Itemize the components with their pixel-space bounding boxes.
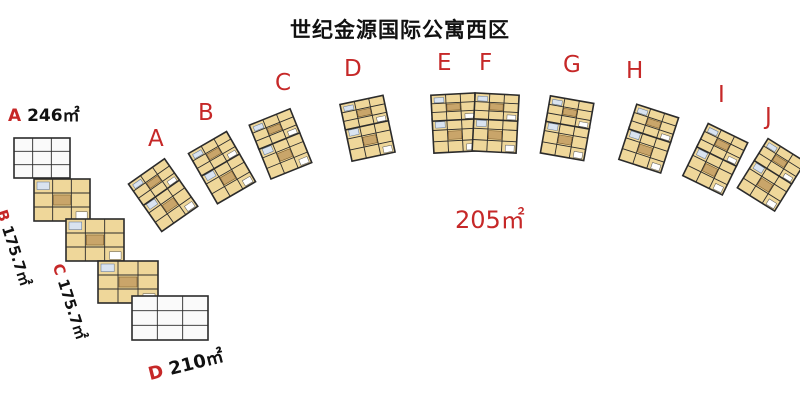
building-label-c: C bbox=[275, 70, 292, 96]
floor-plan-unit-16 bbox=[627, 103, 680, 144]
page-title: 世纪金源国际公寓西区 bbox=[290, 18, 510, 42]
floor-plan-unit-4 bbox=[187, 130, 241, 178]
side-unit-a-label: A 246㎡ bbox=[8, 108, 80, 125]
building-label-a: A bbox=[148, 126, 164, 152]
floor-plan-unit-6 bbox=[248, 107, 301, 151]
main-area-label: 205㎡ bbox=[455, 206, 525, 234]
floor-plan-unit-2 bbox=[127, 157, 181, 207]
floor-plan-unit-12 bbox=[472, 92, 520, 123]
floor-plan-unit-1 bbox=[141, 177, 199, 233]
side-plan-a bbox=[13, 137, 71, 179]
floor-plan-unit-13 bbox=[539, 118, 591, 162]
side-plan-d bbox=[131, 295, 209, 341]
building-label-d: D bbox=[344, 56, 362, 82]
floor-plan-unit-9 bbox=[431, 116, 479, 154]
side-plan-b bbox=[33, 178, 91, 222]
floor-plan-unit-20 bbox=[753, 137, 800, 186]
floor-plan-unit-17 bbox=[681, 144, 739, 196]
side-unit-a-area: 246㎡ bbox=[27, 106, 80, 126]
floor-plan-unit-10 bbox=[430, 92, 478, 123]
floor-plan-unit-18 bbox=[695, 122, 749, 168]
building-label-j: J bbox=[765, 104, 772, 130]
building-label-h: H bbox=[626, 58, 644, 84]
floor-plan-unit-11 bbox=[471, 116, 519, 154]
side-unit-a-letter: A bbox=[8, 106, 22, 126]
floor-plan-unit-8 bbox=[339, 94, 390, 131]
building-label-b: B bbox=[198, 100, 214, 126]
floor-plan-unit-19 bbox=[736, 157, 794, 213]
building-label-g: G bbox=[563, 52, 581, 78]
building-label-e: E bbox=[437, 50, 452, 76]
building-label-f: F bbox=[479, 50, 493, 76]
floor-plan-unit-14 bbox=[545, 94, 595, 130]
side-plan-c bbox=[65, 218, 125, 262]
building-label-i: I bbox=[718, 82, 725, 108]
floor-plan-unit-7 bbox=[343, 117, 397, 163]
floor-plan-unit-3 bbox=[199, 151, 257, 205]
